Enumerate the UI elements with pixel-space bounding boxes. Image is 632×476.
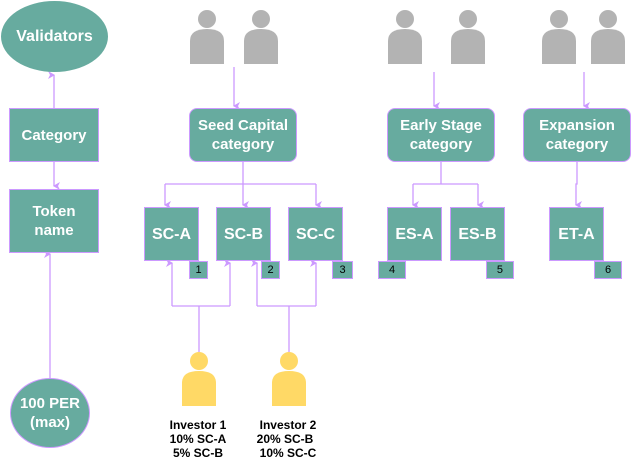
edge-investor2 bbox=[257, 305, 316, 352]
token-sc-b: SC-B bbox=[216, 207, 271, 261]
seed-capital-line1: Seed Capital bbox=[197, 117, 289, 134]
token-label: SC-B bbox=[223, 225, 264, 243]
token-es-a: ES-A bbox=[387, 207, 442, 261]
investor-1-label: Investor 1 10% SC-A 5% SC-B bbox=[158, 418, 238, 460]
person-icon bbox=[591, 10, 625, 64]
investor-icon bbox=[272, 352, 306, 406]
investor-holding: 10% SC-C bbox=[259, 446, 317, 460]
investor-holding: 10% SC-A bbox=[169, 432, 227, 446]
token-label: ET-A bbox=[558, 225, 595, 243]
max-per-line2: (max) bbox=[29, 414, 70, 431]
edge-expansion-eta bbox=[575, 162, 582, 209]
person-icon bbox=[388, 10, 422, 64]
seed-capital-line2: category bbox=[211, 136, 275, 153]
token-label: SC-A bbox=[151, 225, 192, 243]
token-es-b: ES-B bbox=[450, 207, 505, 261]
investor-icon bbox=[182, 352, 216, 406]
expansion-line2: category bbox=[545, 136, 609, 153]
person-icon bbox=[244, 10, 278, 64]
max-per-node: 100 PER (max) bbox=[10, 378, 90, 448]
early-stage-line2: category bbox=[409, 136, 473, 153]
edge-investor1 bbox=[172, 305, 230, 352]
token-label: ES-A bbox=[395, 225, 434, 243]
token-name-node: Token name bbox=[9, 189, 99, 253]
token-label: ES-B bbox=[458, 225, 497, 243]
max-per-line1: 100 PER bbox=[19, 395, 81, 412]
token-id: 4 bbox=[389, 264, 396, 276]
edge-seed-sca bbox=[165, 183, 316, 205]
edge-early-tokens bbox=[413, 162, 478, 185]
category-legend-node: Category bbox=[9, 108, 99, 162]
person-icon bbox=[451, 10, 485, 64]
person-icon bbox=[542, 10, 576, 64]
token-id-badge: 2 bbox=[261, 261, 280, 279]
investor-name: Investor 2 bbox=[259, 418, 317, 432]
early-stage-line1: Early Stage bbox=[400, 117, 482, 134]
token-id-badge: 6 bbox=[594, 261, 622, 279]
token-sc-c: SC-C bbox=[288, 207, 343, 261]
investor-name: Investor 1 bbox=[169, 418, 227, 432]
investor-holding: 5% SC-B bbox=[172, 446, 223, 460]
person-icon bbox=[190, 10, 224, 64]
token-id: 3 bbox=[339, 264, 346, 276]
validators-label: Validators bbox=[16, 28, 93, 45]
token-name-line2: name bbox=[34, 222, 74, 239]
seed-capital-category: Seed Capital category bbox=[189, 108, 297, 162]
token-et-a: ET-A bbox=[549, 207, 604, 261]
token-label: SC-C bbox=[295, 225, 336, 243]
category-legend-label: Category bbox=[21, 126, 87, 144]
expansion-category: Expansion category bbox=[523, 108, 631, 162]
token-id-badge: 3 bbox=[332, 261, 353, 279]
token-id: 2 bbox=[267, 264, 274, 276]
token-id: 1 bbox=[195, 264, 202, 276]
token-id: 5 bbox=[496, 264, 503, 276]
validators-node: Validators bbox=[1, 1, 108, 72]
investor-2-label: Investor 2 20% SC-B 10% SC-C bbox=[248, 418, 328, 460]
token-id-badge: 1 bbox=[189, 261, 208, 279]
token-id-badge: 5 bbox=[486, 261, 514, 279]
expansion-line1: Expansion bbox=[539, 117, 615, 134]
token-name-line1: Token bbox=[32, 203, 76, 220]
token-id: 6 bbox=[604, 264, 612, 276]
early-stage-category: Early Stage category bbox=[387, 108, 495, 162]
investor-holding: 20% SC-B bbox=[256, 432, 314, 446]
token-sc-a: SC-A bbox=[144, 207, 199, 261]
token-id-badge: 4 bbox=[378, 261, 406, 279]
